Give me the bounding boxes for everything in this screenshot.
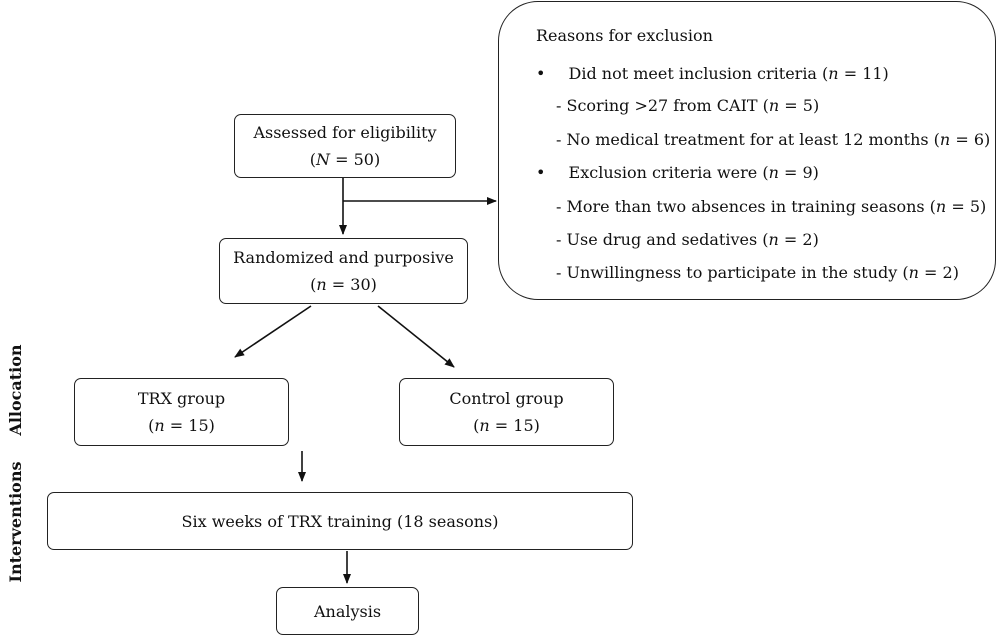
trx-group-title: TRX group (137, 389, 226, 408)
control-group-count: (n = 15) (473, 416, 540, 435)
side-label-allocation: Allocation (6, 344, 25, 436)
trx-group-box: TRX group (n = 15) (74, 378, 289, 446)
exclusion-sub-cait: - Scoring >27 from CAIT (n = 5) (556, 96, 820, 115)
bullet-dot: • (536, 64, 546, 83)
exclusion-sub-medical: - No medical treatment for at least 12 m… (556, 130, 991, 149)
assessed-box: Assessed for eligibility (N = 50) (234, 114, 456, 178)
exclusion-bullet-inclusion-text: Did not meet inclusion criteria (568, 64, 817, 83)
randomized-box: Randomized and purposive (n = 30) (219, 238, 468, 304)
exclusion-box: Reasons for exclusion • Did not meet inc… (498, 1, 996, 300)
exclusion-sub-drugs: - Use drug and sedatives (n = 2) (556, 230, 819, 249)
training-box: Six weeks of TRX training (18 seasons) (47, 492, 633, 550)
arrow-randomized-to-control (377, 305, 455, 368)
bullet-dot: • (536, 163, 546, 182)
exclusion-sub-unwilling-text: Unwillingness to participate in the stud… (566, 263, 898, 282)
exclusion-sub-absences-text: More than two absences in training seaso… (566, 197, 925, 216)
control-group-box: Control group (n = 15) (399, 378, 614, 446)
exclusion-bullet-inclusion: • Did not meet inclusion criteria (n = 1… (536, 64, 889, 83)
exclusion-sub-absences: - More than two absences in training sea… (556, 197, 987, 216)
exclusion-sub-medical-text: No medical treatment for at least 12 mon… (566, 130, 929, 149)
randomized-title: Randomized and purposive (233, 248, 454, 267)
randomized-count: (n = 30) (310, 275, 377, 294)
exclusion-sub-unwilling: - Unwillingness to participate in the st… (556, 263, 959, 282)
assessed-title: Assessed for eligibility (253, 123, 437, 142)
assessed-count: (N = 50) (309, 150, 381, 169)
exclusion-bullet-criteria: • Exclusion criteria were (n = 9) (536, 163, 819, 182)
side-label-interventions: Interventions (6, 461, 25, 583)
training-title: Six weeks of TRX training (18 seasons) (181, 511, 499, 531)
trx-group-count: (n = 15) (148, 416, 215, 435)
exclusion-sub-drugs-text: Use drug and sedatives (566, 230, 758, 249)
exclusion-bullet-criteria-text: Exclusion criteria were (568, 163, 758, 182)
analysis-box: Analysis (276, 587, 419, 635)
exclusion-heading: Reasons for exclusion (536, 26, 713, 45)
control-group-title: Control group (449, 389, 564, 408)
exclusion-sub-cait-text: Scoring >27 from CAIT (566, 96, 758, 115)
analysis-title: Analysis (313, 601, 382, 621)
arrow-randomized-to-trx (234, 305, 312, 358)
